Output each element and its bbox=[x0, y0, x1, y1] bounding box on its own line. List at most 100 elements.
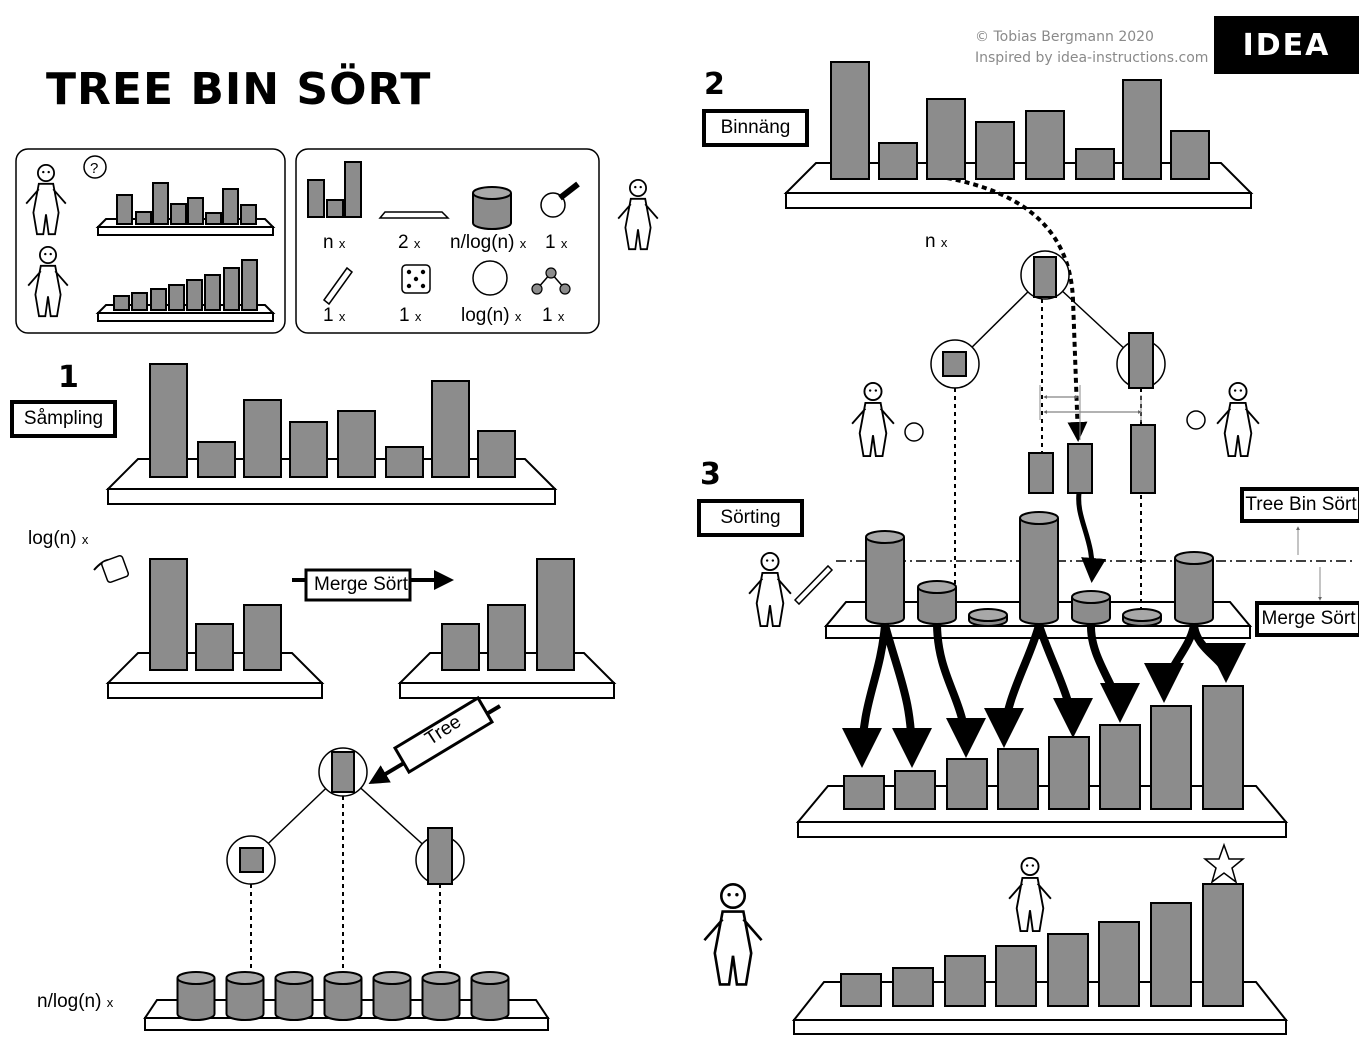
step1-input-bar-3 bbox=[243, 399, 282, 478]
sorted-output-bar-8 bbox=[1202, 685, 1244, 810]
bin-2-body bbox=[225, 978, 265, 1021]
writing-figure-eye bbox=[771, 559, 775, 562]
part-count-tree: 1 x bbox=[542, 305, 565, 326]
sorted-output-bar-3 bbox=[946, 758, 988, 810]
tree-icon-node-3 bbox=[559, 283, 571, 295]
happy-figure-body bbox=[27, 246, 69, 318]
sorted-sample-bar-2 bbox=[487, 604, 526, 671]
happy-figure-eye bbox=[49, 252, 52, 256]
pencil-icon bbox=[322, 266, 354, 306]
tree-bin-sort-label: Tree Bin Sört bbox=[1240, 487, 1359, 523]
step1-input-bar-6 bbox=[385, 446, 424, 478]
intro-sorted-bar-3 bbox=[150, 288, 167, 311]
intro-sorted-bar-7 bbox=[223, 267, 240, 311]
part-count-shelf: 2 x bbox=[398, 232, 421, 253]
compare-blocks-bar-1 bbox=[1028, 452, 1054, 494]
merge-arrow-5 bbox=[1035, 623, 1093, 738]
part-count-tape: 1 x bbox=[545, 232, 568, 253]
parts-bars-bar-1 bbox=[307, 179, 325, 218]
sorted-sample-shelf-front bbox=[399, 682, 615, 699]
bin-6-body bbox=[421, 978, 461, 1021]
sample-count-label: log(n) x bbox=[28, 528, 89, 549]
puzzled-figure-eye bbox=[42, 170, 45, 174]
parts-panel bbox=[295, 148, 600, 334]
presenter-figure-eye bbox=[634, 185, 637, 189]
measuring-figure-right-body bbox=[1216, 382, 1260, 458]
dice-pip-1 bbox=[406, 269, 412, 275]
sorted-output-bar-5 bbox=[1048, 736, 1090, 810]
dice-pip-5 bbox=[420, 283, 426, 289]
step1-input-bar-4 bbox=[289, 421, 328, 478]
measuring-figure-left-body bbox=[851, 382, 895, 458]
final-sorted-bar-8 bbox=[1202, 883, 1244, 1007]
merge-arrow-1 bbox=[842, 624, 889, 768]
intro-unsorted-bar-1 bbox=[116, 194, 133, 225]
tree2-pivot-bar-3 bbox=[1128, 332, 1154, 389]
measuring-tape-right bbox=[1186, 410, 1206, 430]
shelf-icon bbox=[378, 211, 450, 219]
circle-icon bbox=[472, 260, 508, 296]
step2-shelf-front bbox=[785, 192, 1252, 209]
merge-sort-label: Merge Sört bbox=[1255, 601, 1359, 637]
final-sorted-bar-7 bbox=[1150, 902, 1192, 1007]
measuring-tape-strip bbox=[558, 181, 580, 201]
part-count-dice: 1 x bbox=[399, 305, 422, 326]
presenter-figure-eye bbox=[639, 185, 642, 189]
step2-input-bar-1 bbox=[830, 61, 870, 180]
presenter-figure bbox=[617, 179, 659, 251]
question-mark: ? bbox=[90, 160, 98, 177]
measuring-figure-right-eye bbox=[1233, 389, 1237, 392]
sorted-output-bar-7 bbox=[1150, 705, 1192, 810]
puzzled-figure-body bbox=[25, 164, 67, 236]
final-shelf-front bbox=[793, 1019, 1287, 1035]
intro-unsorted-bar-8 bbox=[240, 204, 257, 225]
parts-bars-bar-2 bbox=[326, 199, 344, 218]
climbing-figure-eye bbox=[1025, 864, 1029, 867]
tree2-pivot-bar-1 bbox=[1033, 256, 1057, 298]
measuring-figure-left-eye bbox=[868, 389, 872, 392]
sorted-sample-bar-1 bbox=[441, 623, 480, 671]
measuring-figure-right-eye bbox=[1239, 389, 1243, 392]
sort-bin-1-body bbox=[865, 537, 905, 625]
step1-input-bar-8 bbox=[477, 430, 516, 478]
bin-4-body bbox=[323, 978, 363, 1021]
sample-shelf-front bbox=[107, 682, 323, 699]
question-icon bbox=[83, 155, 107, 179]
sort-bin-6-top bbox=[1122, 608, 1162, 622]
sorted-output-bar-2 bbox=[894, 770, 936, 810]
step-3-number: 3 bbox=[700, 457, 721, 492]
step1-input-bar-7 bbox=[431, 380, 470, 478]
sort-bin-5-top bbox=[1071, 590, 1111, 604]
cheering-figure bbox=[703, 883, 763, 986]
dice-pip-4 bbox=[406, 283, 412, 289]
bin-icon-body bbox=[472, 193, 512, 230]
tree1-pivot-bar-2 bbox=[239, 847, 264, 873]
merge-arrow-4 bbox=[984, 623, 1043, 748]
part-count-circle: log(n) x bbox=[461, 305, 522, 326]
decorations: ? bbox=[15, 148, 1356, 972]
final-sorted-bar-4 bbox=[995, 945, 1037, 1007]
step-2-label: Binnäng bbox=[702, 109, 809, 147]
tree-icon-node-2 bbox=[531, 283, 543, 295]
sample-bar-3 bbox=[243, 604, 282, 671]
credit: © Tobias Bergmann 2020 Inspired by idea-… bbox=[975, 27, 1208, 69]
measuring-figure-left-eye bbox=[874, 389, 878, 392]
bin-3-body bbox=[274, 978, 314, 1021]
binning-path-arrow bbox=[946, 176, 1088, 442]
figures bbox=[25, 164, 1260, 986]
final-sorted-bar-2 bbox=[892, 967, 934, 1007]
parts-bars-bar-3 bbox=[344, 161, 362, 218]
sample-bar-2 bbox=[195, 623, 234, 671]
sort-bin-5-body bbox=[1071, 597, 1111, 625]
step1-input-bar-5 bbox=[337, 410, 376, 478]
intro-sorted-bar-5 bbox=[186, 279, 203, 311]
intro-unsorted-bar-2 bbox=[135, 211, 152, 225]
intro-unsorted-bar-7 bbox=[222, 188, 239, 225]
step-3-label: Sörting bbox=[697, 499, 804, 537]
merge-arrow-6 bbox=[1086, 624, 1140, 723]
sorted-output-bar-4 bbox=[997, 748, 1039, 810]
sort-bin-7-body bbox=[1174, 558, 1214, 625]
final-sorted-bar-1 bbox=[840, 973, 882, 1007]
compare-blocks-bar-2 bbox=[1067, 443, 1093, 494]
intro-shelf-b-front bbox=[97, 312, 274, 322]
